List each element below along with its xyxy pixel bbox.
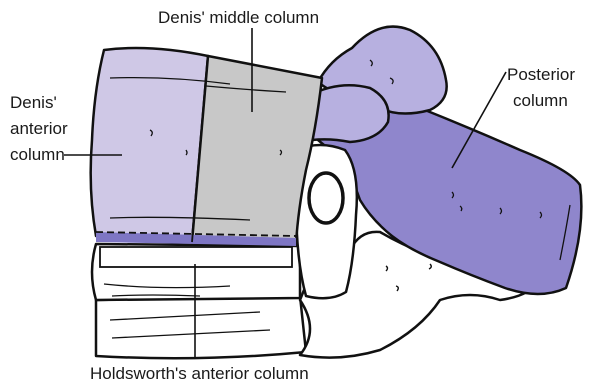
label-posterior-line1: Posterior (507, 65, 575, 84)
label-denis-middle-column: Denis' middle column (158, 8, 319, 27)
label-denis-anterior-line3: column (10, 145, 65, 164)
label-denis-anterior-line2: anterior (10, 119, 68, 138)
foramen-oval (309, 173, 343, 223)
label-posterior-line2: column (513, 91, 568, 110)
vertebral-body-anterior (91, 48, 208, 242)
lower-vertebral-body (96, 296, 306, 358)
label-denis-anterior-line1: Denis' (10, 93, 57, 112)
disc-inner-band (100, 247, 292, 267)
pedicle (310, 85, 389, 142)
label-holdsworth-anterior-column: Holdsworth's anterior column (90, 364, 309, 383)
